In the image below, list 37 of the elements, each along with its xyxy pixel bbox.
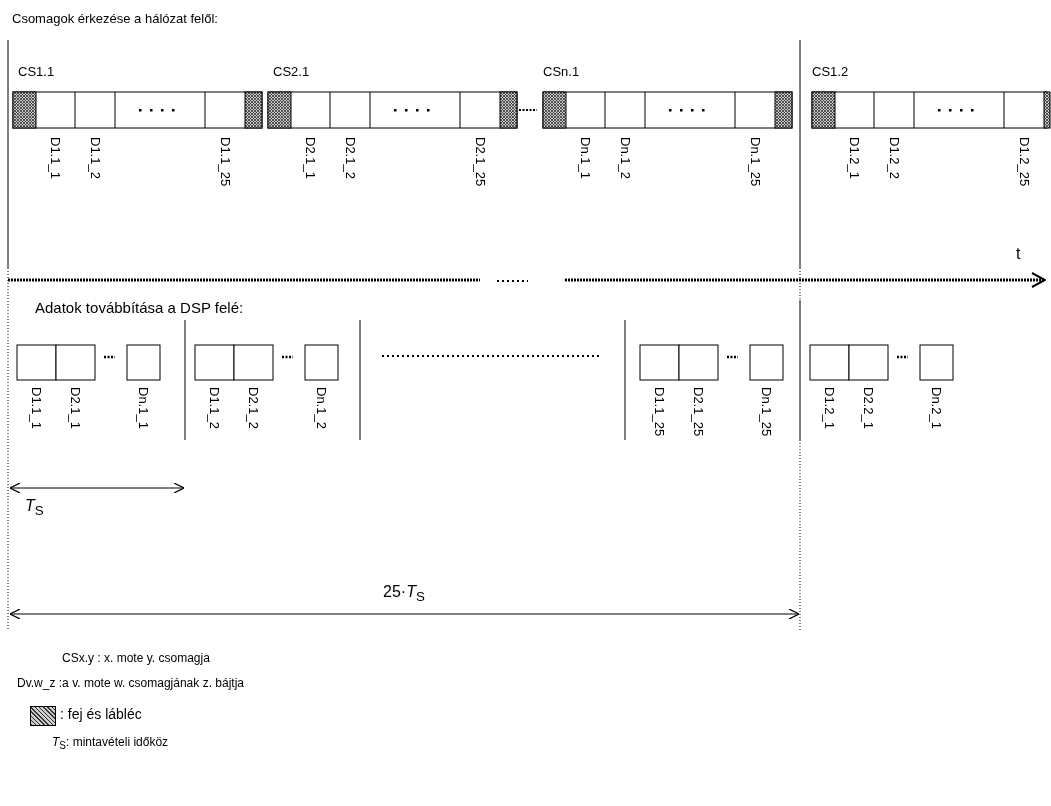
packet-label: CS1.2: [812, 65, 849, 80]
byte-label: D1.1_2: [87, 137, 103, 179]
byte-label: D1.1_25: [651, 387, 667, 437]
byte-label: Dn.1_1: [135, 387, 151, 429]
definition-text: CSx.y : x. mote y. csomagja: [62, 652, 210, 666]
diagram-title: Csomagok érkezése a hálózat felől:: [12, 12, 218, 27]
byte-label: D1.1_2: [206, 387, 222, 429]
byte-label: Dn.1_25: [758, 387, 774, 437]
section-heading: Adatok továbbítása a DSP felé:: [35, 300, 244, 317]
byte-label: Dn.1_2: [313, 387, 329, 429]
byte-label: D2.1_25: [690, 387, 706, 437]
byte-label: D2.1_25: [472, 137, 488, 187]
byte-label: D1.2_1: [846, 137, 862, 179]
duration-label: 25·T$_{S}$: [383, 583, 425, 605]
byte-label: D2.1_1: [67, 387, 83, 429]
byte-label: D1.1_1: [28, 387, 44, 429]
byte-label: D1.1_1: [47, 137, 63, 179]
byte-label: D1.2_25: [1016, 137, 1032, 187]
duration-label: T$_{S}$: [25, 497, 44, 519]
byte-label: D2.1_2: [245, 387, 261, 429]
byte-label: Dn.2_1: [928, 387, 944, 429]
packet-label: CSn.1: [543, 65, 580, 80]
definition-text: Dv.w_z :a v. mote w. csomagjának z. bájtja: [17, 677, 244, 691]
byte-label: D1.2_1: [821, 387, 837, 429]
packet-label: CS2.1: [273, 65, 310, 80]
byte-label: D2.2_1: [860, 387, 876, 429]
byte-label: D1.1_25: [217, 137, 233, 187]
byte-label: Dn.1_2: [617, 137, 633, 179]
byte-label: D2.1_2: [342, 137, 358, 179]
byte-label: Dn.1_25: [747, 137, 763, 187]
definition-text: T$_{S}$: mintavételi időköz: [52, 736, 169, 752]
packet-label: CS1.1: [18, 65, 55, 80]
byte-label: D2.1_1: [302, 137, 318, 179]
byte-label: Dn.1_1: [577, 137, 593, 179]
axis-label: t: [1016, 245, 1021, 263]
byte-label: D1.2_2: [886, 137, 902, 179]
legend-text: : fej és lábléc: [60, 707, 142, 723]
